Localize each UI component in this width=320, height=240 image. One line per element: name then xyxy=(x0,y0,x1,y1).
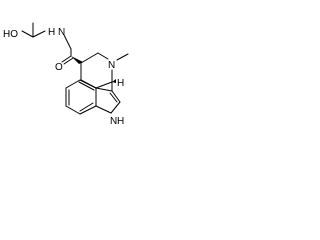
stereo-wedge-h xyxy=(112,79,116,83)
bond-cc-double xyxy=(78,81,95,91)
indole-h-label: H xyxy=(117,116,124,127)
bond-n-carbonyl-c xyxy=(63,34,72,50)
bond-ring-c-ch2 xyxy=(80,52,99,64)
bond-c-o-1 xyxy=(61,55,72,63)
bond-o-c xyxy=(21,30,34,38)
bond-c-o-2 xyxy=(63,57,74,65)
indole-n-label: N xyxy=(110,116,117,127)
hydroxyl-label: HO xyxy=(3,29,18,40)
bond-pyrrole-3 xyxy=(111,90,121,103)
bond-benzo-6 xyxy=(79,79,97,89)
bond-c-n-amide xyxy=(32,30,46,38)
bond-pyrrole-double xyxy=(109,92,118,103)
amine-n-label: N xyxy=(108,60,115,71)
amide-n-label: N xyxy=(58,27,65,38)
bond-benzo-3 xyxy=(65,105,81,115)
bond-pyrrole-1 xyxy=(95,105,112,114)
bond-junction-ch xyxy=(95,81,113,89)
stereo-wedge-carbonyl xyxy=(71,56,83,64)
bond-pyrrole-4 xyxy=(95,87,113,92)
bond-benzo-inner-2 xyxy=(79,102,94,112)
bond-ch2-n xyxy=(97,52,109,60)
bond-benzo-2 xyxy=(79,105,97,115)
carbonyl-o-label: O xyxy=(55,62,63,73)
bond-benzo-5 xyxy=(65,79,81,89)
stereo-h-label: H xyxy=(117,78,124,89)
chemical-structure-diagram: HO N H O N H N H xyxy=(3,22,129,127)
amide-h-label: H xyxy=(48,27,55,38)
bond-n-methyl xyxy=(116,53,129,61)
bond-pyrrole-2 xyxy=(110,101,121,114)
